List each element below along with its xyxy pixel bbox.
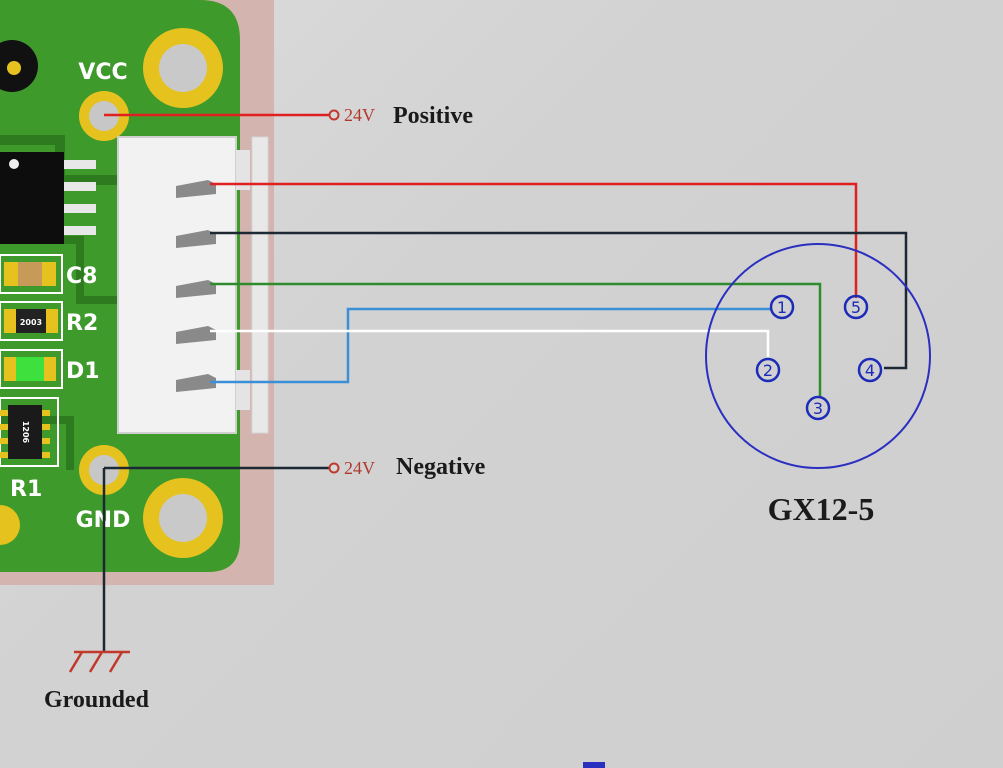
silk-r2-label: R2 [66, 311, 98, 336]
svg-text:3: 3 [813, 399, 823, 418]
ground-symbol-icon [68, 650, 130, 673]
gx12-pin-1: 1 [769, 294, 795, 320]
resistor-r2: 2003 [0, 301, 63, 341]
gx12-outline [705, 243, 931, 469]
silk-r1-label: R1 [10, 477, 42, 502]
positive-terminal [328, 109, 340, 121]
svg-text:5: 5 [851, 298, 861, 317]
bottom-blue-mark [583, 762, 605, 768]
positive-label: Positive [393, 103, 473, 129]
svg-text:1: 1 [777, 298, 787, 317]
jst-pin-3 [176, 280, 216, 298]
gx12-pin-3: 3 [805, 395, 831, 421]
gx12-pin-4: 4 [857, 357, 883, 383]
silk-c8-label: C8 [66, 264, 97, 289]
led-d1 [0, 349, 63, 389]
jst-pin-4 [176, 326, 216, 344]
negative-label: Negative [396, 454, 486, 480]
wire-blue-pin1 [210, 307, 770, 384]
wire-white-pin2 [210, 329, 770, 357]
wire-red-pin5 [210, 182, 858, 298]
silk-d1-label: D1 [66, 359, 100, 384]
svg-text:2: 2 [763, 361, 773, 380]
gx12-pin-2: 2 [755, 357, 781, 383]
grounded-label: Grounded [44, 687, 150, 713]
r1-chip-code: 1206 [21, 421, 30, 444]
silk-vcc-label: VCC [78, 60, 127, 85]
r2-chip-code: 2003 [20, 318, 42, 327]
capacitor-c8 [0, 254, 63, 294]
connector-name-label: GX12-5 [768, 491, 875, 527]
negative-terminal [328, 462, 340, 474]
wire-green-pin3 [210, 282, 822, 398]
jst-pin-2 [176, 230, 216, 248]
svg-text:4: 4 [865, 361, 875, 380]
negative-voltage-label: 24V [344, 458, 375, 478]
positive-voltage-label: 24V [344, 105, 375, 125]
wire-black-pin4 [210, 231, 908, 370]
gx12-pin-5: 5 [843, 294, 869, 320]
resistor-array-r1: 1206 [0, 397, 59, 467]
jst-pin-1 [176, 180, 216, 198]
jst-pin-5 [176, 374, 216, 392]
gx12-connector: 1 2 3 4 5 [705, 243, 931, 469]
